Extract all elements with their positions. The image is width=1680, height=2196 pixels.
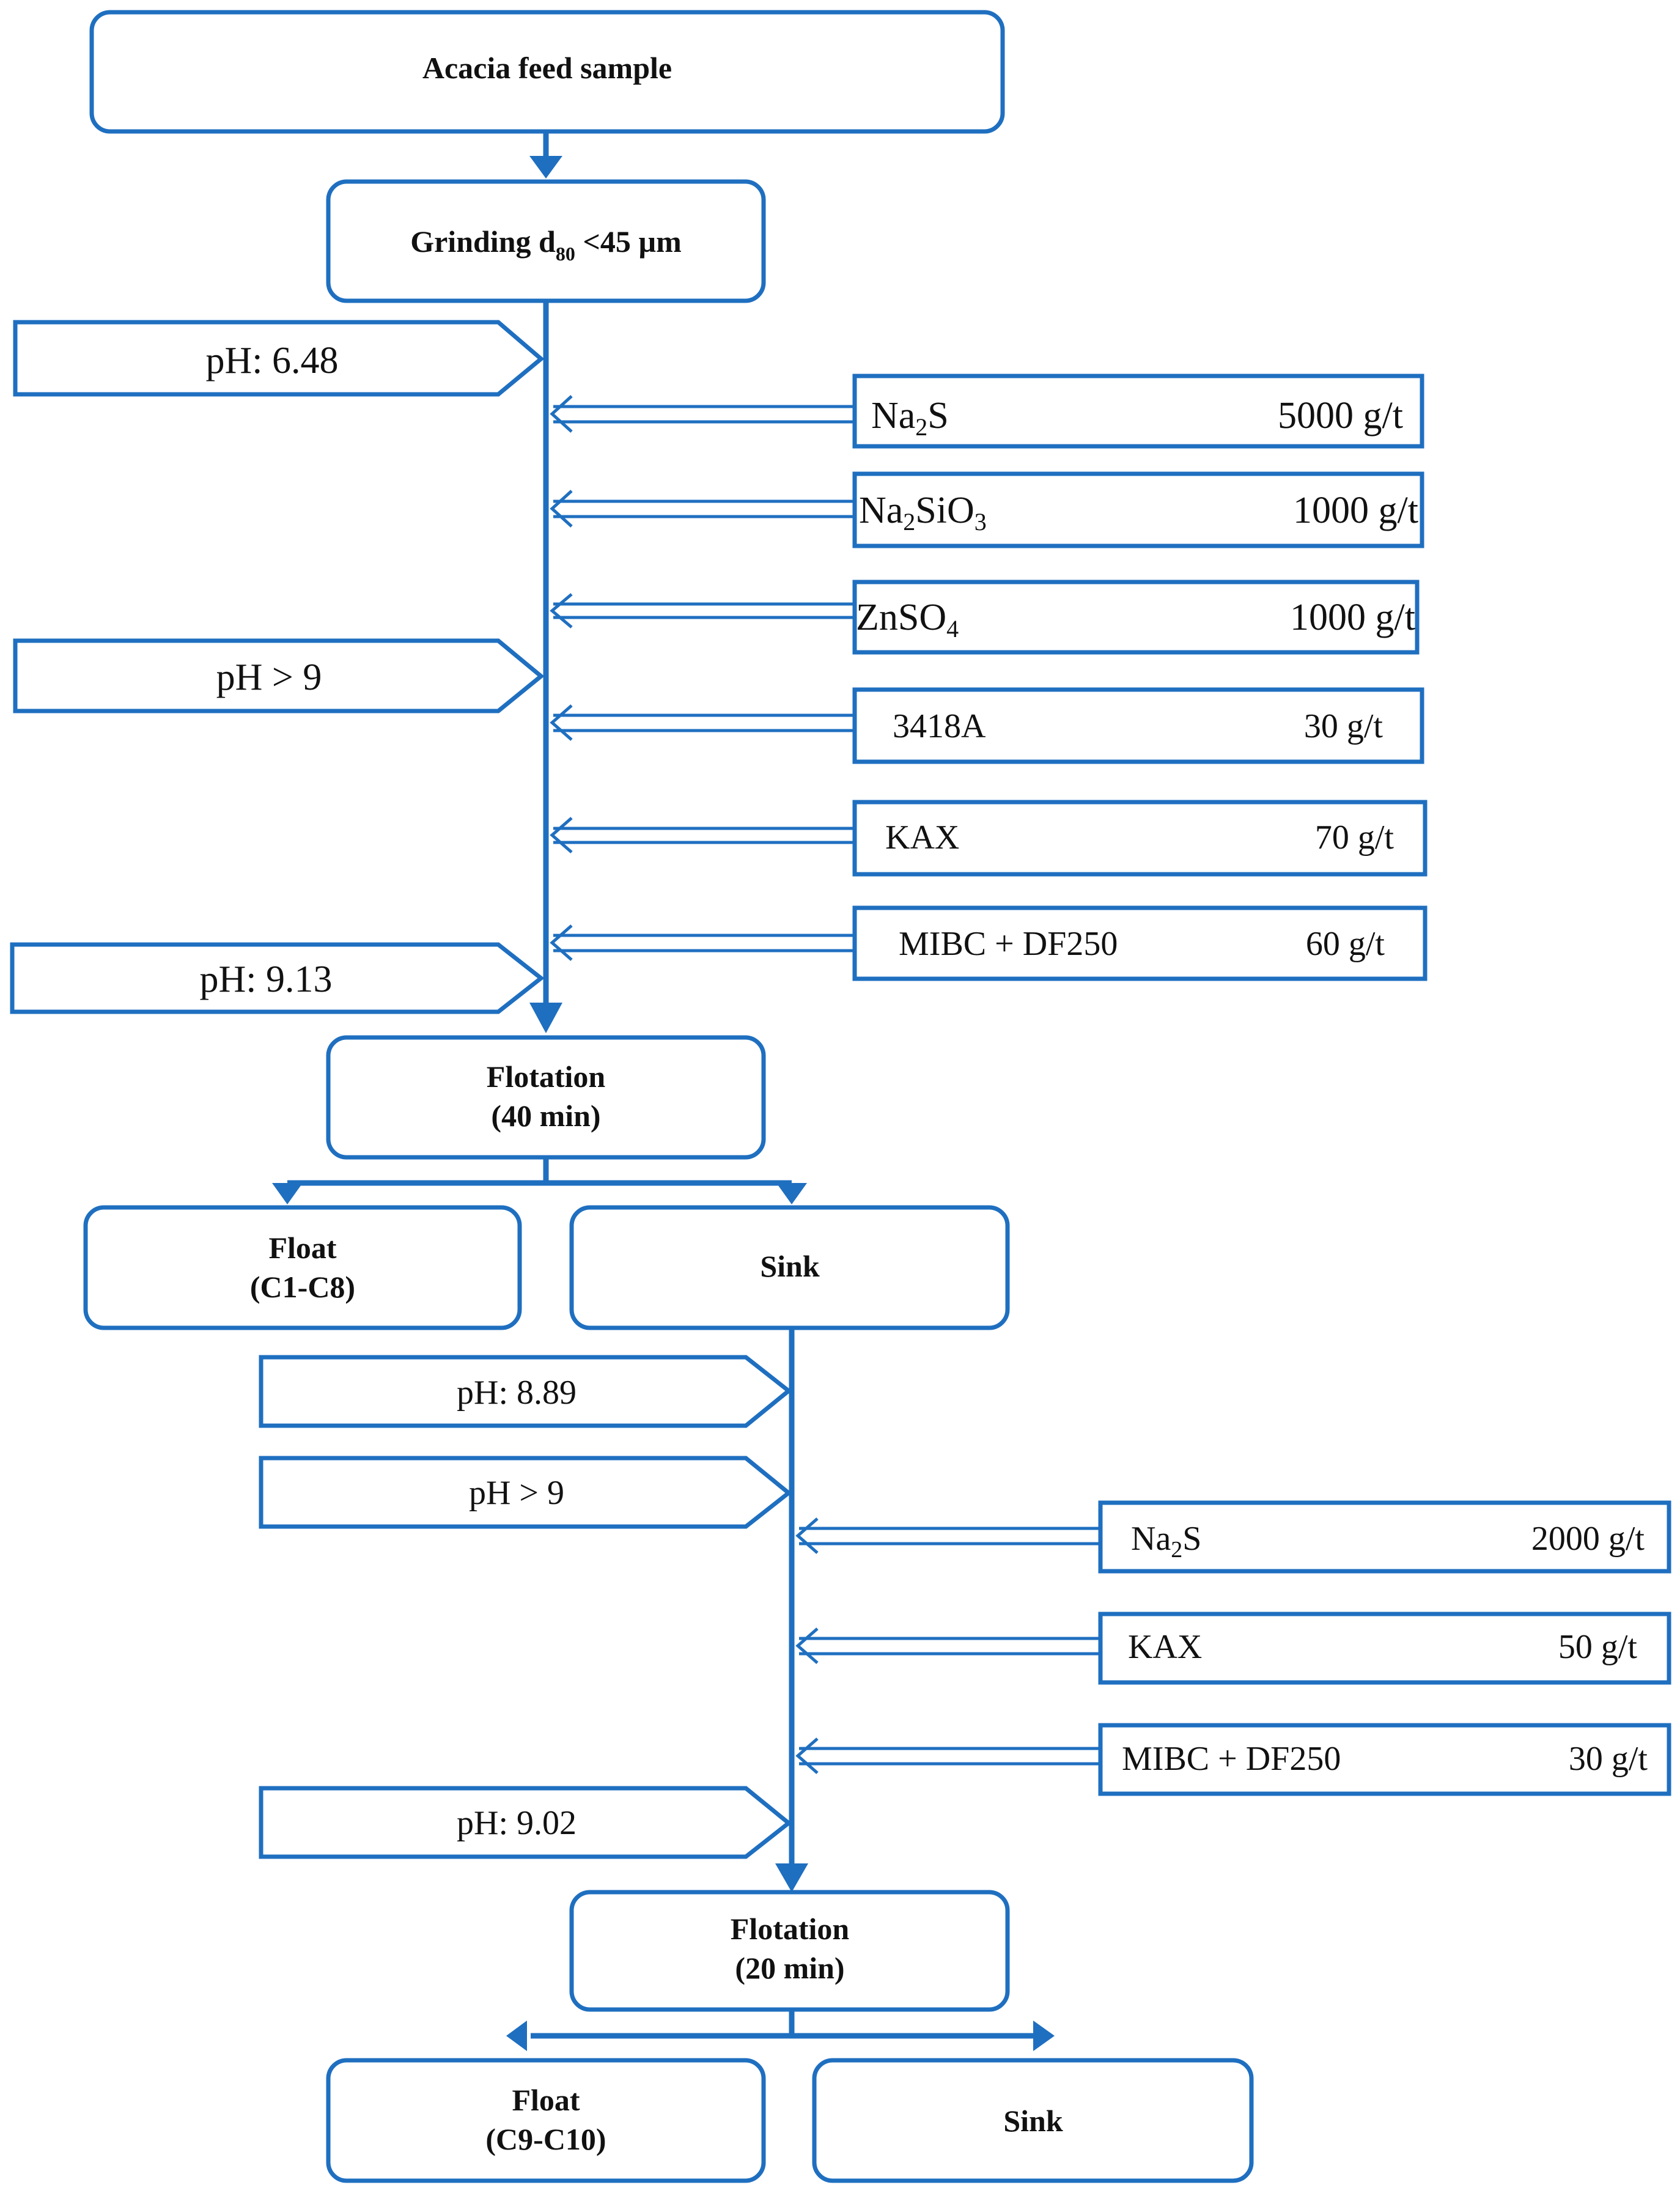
sink1-label: Sink (760, 1249, 820, 1283)
reagent-row: KAX 50 g/t (795, 1612, 1671, 1685)
sink2-box: Sink (812, 2058, 1254, 2183)
float1-title: Float (268, 1231, 336, 1265)
reagent-name: KAX (1128, 1628, 1202, 1666)
reagent-dose: 30 g/t (1304, 707, 1383, 745)
grinding-label: Grinding d80 <45 µm (410, 224, 682, 265)
reagent-name: ZnSO4 (856, 597, 959, 643)
flotation1-title: Flotation (487, 1059, 606, 1094)
reagent-dose: 50 g/t (1558, 1628, 1638, 1666)
arrowhead-flotation1 (529, 1003, 562, 1033)
ph-stage2-3: pH: 9.02 (259, 1786, 792, 1859)
ph-stage1-2-label: pH > 9 (216, 657, 322, 698)
reagent-row: KAX 70 g/t (550, 800, 1428, 877)
arrowhead-float1 (272, 1183, 303, 1204)
reagent-row: MIBC + DF250 30 g/t (795, 1723, 1671, 1796)
ph-stage2-2: pH > 9 (259, 1456, 792, 1529)
reagent-row: ZnSO4 1000 g/t (550, 580, 1420, 655)
ph-stage1-2: pH > 9 (13, 638, 545, 713)
reagent-name: MIBC + DF250 (1122, 1740, 1341, 1778)
ph-stage2-3-label: pH: 9.02 (457, 1804, 577, 1842)
flotation2-duration: (20 min) (735, 1951, 844, 1985)
reagent-dose: 1000 g/t (1293, 490, 1418, 531)
reagent-name: Na2SiO3 (859, 490, 987, 536)
arrowhead-flotation2 (775, 1863, 808, 1892)
reagent-row: MIBC + DF250 60 g/t (550, 905, 1428, 981)
ph-stage1-1-label: pH: 6.48 (206, 340, 339, 381)
reagent-row: Na2S 2000 g/t (795, 1500, 1671, 1574)
reagent-row: Na2S 5000 g/t (550, 374, 1424, 449)
reagent-name: Na2S (871, 395, 949, 441)
reagent-dose: 60 g/t (1306, 925, 1385, 963)
feed-label: Acacia feed sample (422, 51, 672, 85)
float1-box: Float (C1-C8) (83, 1205, 522, 1330)
ph-stage2-1: pH: 8.89 (259, 1355, 792, 1428)
feed-box: Acacia feed sample (89, 10, 1005, 134)
arrowhead-grinding (529, 156, 562, 179)
reagent-row: Na2SiO3 1000 g/t (550, 471, 1424, 548)
flotation1-box: Flotation (40 min) (326, 1035, 766, 1160)
grinding-box: Grinding d80 <45 µm (326, 179, 766, 303)
sink2-label: Sink (1003, 2104, 1063, 2138)
ph-stage1-3: pH: 9.13 (10, 942, 545, 1014)
sink1-box: Sink (569, 1205, 1010, 1330)
reagent-name: MIBC + DF250 (899, 925, 1118, 963)
reagent-name: KAX (885, 819, 959, 857)
ph-stage1-1: pH: 6.48 (13, 320, 545, 397)
reagent-name: 3418A (893, 707, 986, 745)
reagent-row: 3418A 30 g/t (550, 687, 1424, 764)
flotation2-box: Flotation (20 min) (569, 1890, 1010, 2012)
reagent-dose: 30 g/t (1569, 1740, 1648, 1778)
ph-stage2-1-label: pH: 8.89 (457, 1374, 577, 1412)
arrowhead-sink1 (776, 1183, 807, 1204)
float2-concentrates: (C9-C10) (485, 2122, 606, 2156)
flotation1-duration: (40 min) (491, 1099, 600, 1133)
reagent-dose: 70 g/t (1315, 819, 1394, 857)
reagent-dose: 5000 g/t (1278, 395, 1403, 437)
ph-stage2-2-label: pH > 9 (469, 1474, 564, 1512)
arrowhead-sink2 (1033, 2021, 1055, 2051)
reagent-name: Na2S (1131, 1520, 1201, 1563)
ph-stage1-3-label: pH: 9.13 (200, 959, 333, 1000)
float2-title: Float (512, 2083, 580, 2117)
float1-concentrates: (C1-C8) (250, 1270, 355, 1304)
reagent-dose: 1000 g/t (1290, 597, 1415, 638)
reagent-dose: 2000 g/t (1531, 1520, 1645, 1558)
float2-box: Float (C9-C10) (326, 2058, 766, 2183)
arrowhead-float2 (506, 2021, 527, 2051)
flotation2-title: Flotation (731, 1912, 850, 1946)
